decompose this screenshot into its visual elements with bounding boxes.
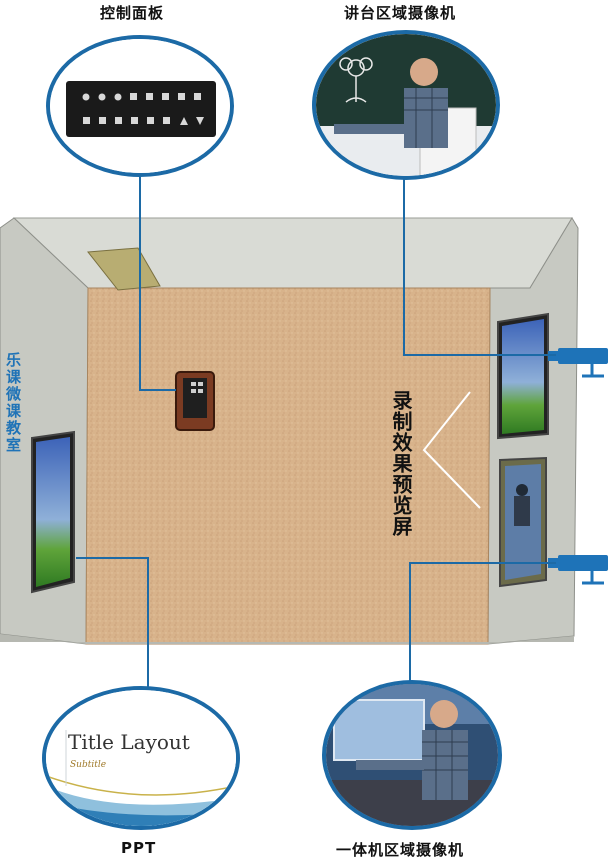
ppt-label: PPT <box>121 839 157 857</box>
podium-camera-label: 讲台区域摄像机 <box>344 4 457 22</box>
control-panel-label: 控制面板 <box>100 4 165 22</box>
connector-lines <box>76 170 556 694</box>
ppt-subtitle: Subtitle <box>70 760 107 770</box>
ppt-circle: Title Layout Subtitle <box>42 686 240 830</box>
floor <box>85 287 491 645</box>
aio-camera-circle <box>322 680 502 830</box>
preview-screen-label: 录制效果预览屏 <box>389 390 413 537</box>
control-panel-circle <box>46 35 234 177</box>
classroom-name-label: 乐课微课教室 <box>4 352 22 454</box>
control-panel-icon <box>50 39 230 173</box>
door <box>87 247 161 291</box>
ppt-slide-art <box>46 690 236 826</box>
aio-camera-photo <box>326 684 498 826</box>
podium-camera-photo <box>316 34 496 176</box>
preview-bracket <box>422 391 481 509</box>
podium-camera-circle <box>312 30 500 180</box>
aio-camera-label: 一体机区域摄像机 <box>336 841 465 859</box>
ppt-title: Title Layout <box>68 730 190 754</box>
